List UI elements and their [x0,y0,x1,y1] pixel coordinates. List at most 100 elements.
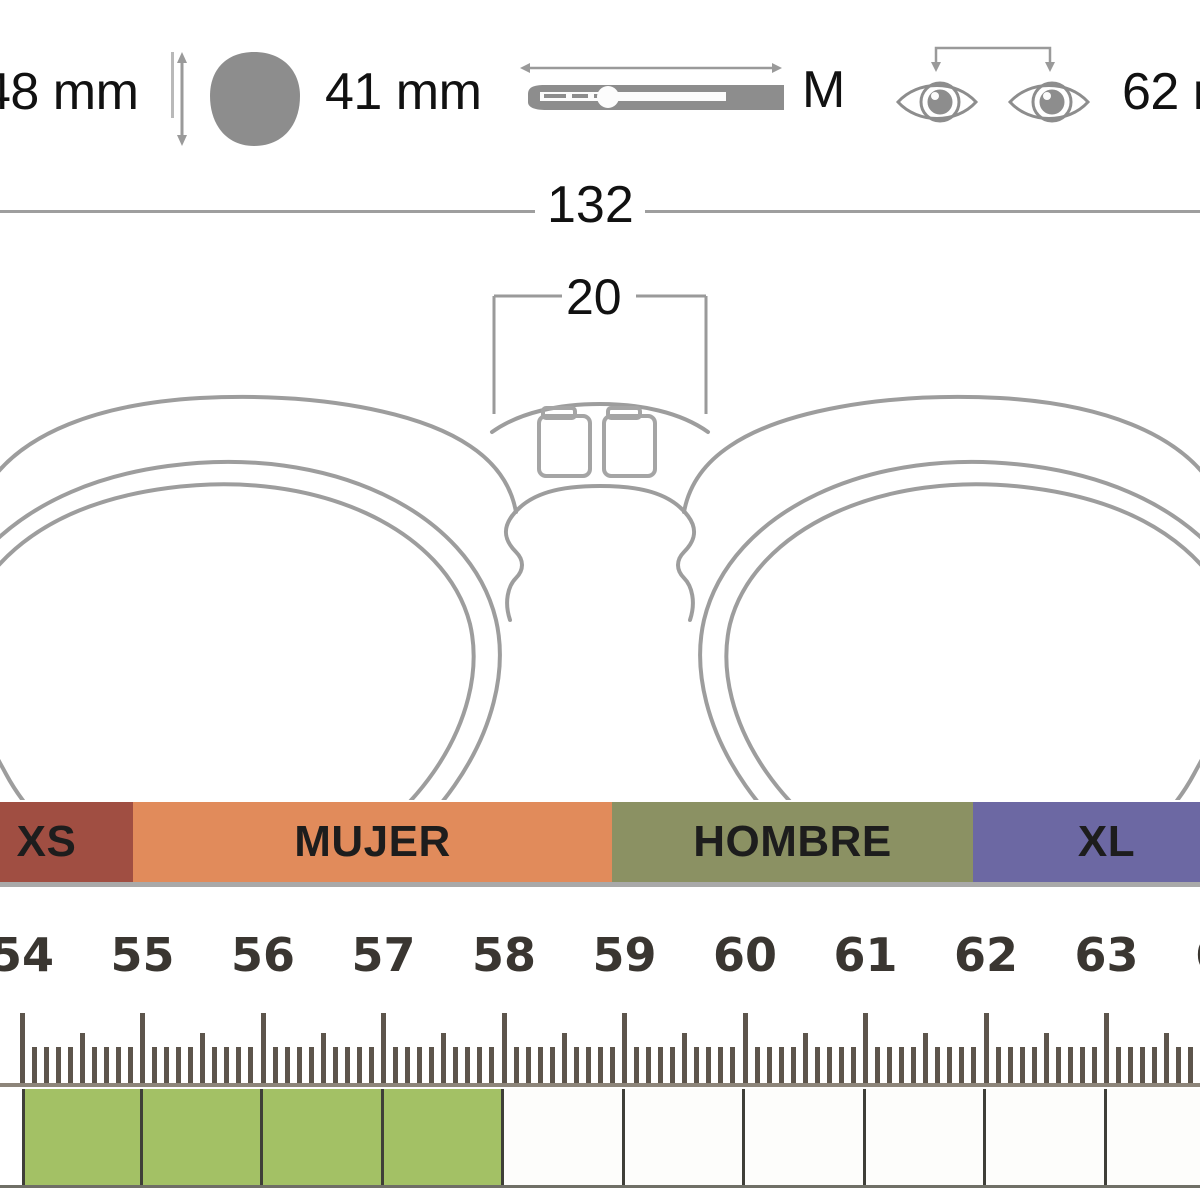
ruler-tick-minor [1152,1047,1158,1085]
ruler-tick-major [381,1013,386,1085]
ruler-tick-half [320,1033,326,1085]
ruler-tick-minor [790,1047,796,1085]
bridge-bracket [492,294,708,414]
ruler-tick-minor [754,1047,760,1085]
left-outer-rim [0,459,502,800]
ruler-tick-minor [887,1047,893,1085]
category-hombre[interactable]: HOMBRE [612,802,973,882]
left-inner-rim [0,482,476,800]
ruler-label: 64 [1195,932,1200,978]
ruler-tick-minor [1176,1047,1182,1085]
ruler-label: 56 [230,928,296,982]
ruler-tick-minor [694,1047,700,1085]
ruler-label: 63 [1074,928,1139,982]
lens-height-icon [177,52,300,146]
ruler-tick-minor [489,1047,495,1085]
ruler-tick-minor [513,1047,519,1085]
measurement-cell[interactable] [383,1089,504,1185]
ruler-label: 60 [712,928,778,982]
ruler-tick-minor [573,1047,579,1085]
ruler-tick-minor [393,1047,399,1085]
ruler-tick-minor [718,1047,724,1085]
measurement-cells-baseline [0,1185,1200,1188]
ruler-tick-minor [43,1047,49,1085]
right-brow-line [682,394,1200,514]
ruler-tick-minor [67,1047,73,1085]
ruler-tick-minor [224,1047,230,1085]
ruler-tick-minor [405,1047,411,1085]
ruler-tick-minor [152,1047,158,1085]
ruler-tick-minor [838,1047,844,1085]
measurement-cell[interactable] [1106,1089,1200,1185]
lens-height-value: 41 mm [325,63,482,121]
ruler-tick-minor [127,1047,133,1085]
ruler-tick-minor [947,1047,953,1085]
ruler-tick-major [863,1013,868,1085]
ruler-tick-major [742,1013,748,1085]
ruler-tick-minor [670,1047,676,1085]
ruler-tick-minor [850,1047,856,1085]
category-xs[interactable]: XS [0,802,133,882]
ruler-tick-major [260,1013,266,1085]
measurement-cell[interactable] [865,1089,986,1185]
category-xl[interactable]: XL [973,802,1200,882]
ruler-tick-minor [585,1047,591,1085]
ruler-tick-minor [911,1047,917,1085]
measurement-cell[interactable] [504,1089,625,1185]
ruler-tick-minor [730,1047,736,1085]
ruler-tick-minor [236,1047,242,1085]
measurement-cell[interactable] [22,1089,143,1185]
ruler-tick-minor [465,1047,471,1085]
ruler-tick-minor [826,1047,832,1085]
eyeglasses-frame-drawing [0,394,1200,800]
measurement-cell[interactable] [142,1089,263,1185]
ruler-tick-minor [417,1047,423,1085]
bridge-top-bar [490,402,710,434]
measurement-cell[interactable] [986,1089,1107,1185]
ruler-tick-minor [1019,1047,1025,1085]
ruler-tick-minor [272,1047,278,1085]
size-category-bar: XS MUJER HOMBRE XL [0,802,1200,882]
ruler-label: 54 [0,928,55,982]
ruler-tick-half [441,1033,447,1085]
measurement-cell[interactable] [624,1089,745,1185]
ruler-tick-minor [356,1047,362,1085]
ruler-tick-minor [1055,1047,1061,1085]
total-width-label: 132 [547,176,634,234]
ruler-tick-minor [995,1047,1001,1085]
eyes-icon [895,46,1091,123]
right-inner-rim [724,482,1200,800]
ruler-tick-minor [55,1047,61,1085]
ruler-tick-minor [875,1047,881,1085]
ruler-tick-minor [368,1047,374,1085]
ruler-tick-minor [453,1047,459,1085]
measurement-cell[interactable] [745,1089,866,1185]
ruler-tick-minor [1188,1047,1194,1085]
category-mujer[interactable]: MUJER [133,802,612,882]
ruler-tick-half [200,1033,206,1085]
ruler-tick-major [622,1013,627,1085]
ruler-tick-half [682,1033,688,1085]
nose-pad-left [537,414,592,478]
ruler-tick-minor [1128,1047,1134,1085]
ruler-tick-minor [634,1047,640,1085]
ruler-tick-minor [646,1047,652,1085]
lens-width-value: 48 mm [0,63,139,121]
ruler-tick-minor [1079,1047,1085,1085]
ruler-tick-minor [296,1047,302,1085]
ruler-tick-minor [971,1047,977,1085]
ruler-tick-minor [706,1047,712,1085]
ruler-tick-minor [176,1047,182,1085]
ruler-tick-minor [308,1047,314,1085]
ruler-tick-minor [778,1047,784,1085]
ruler-tick-minor [103,1047,109,1085]
ruler-tick-major [19,1013,25,1085]
ruler-label: 57 [351,928,416,982]
measurement-cell[interactable] [263,1089,384,1185]
ruler-tick-minor [899,1047,905,1085]
ruler-tick-minor [1031,1047,1037,1085]
ruler-tick-minor [31,1047,37,1085]
ruler-baseline [0,1083,1200,1087]
ruler-tick-minor [248,1047,254,1085]
